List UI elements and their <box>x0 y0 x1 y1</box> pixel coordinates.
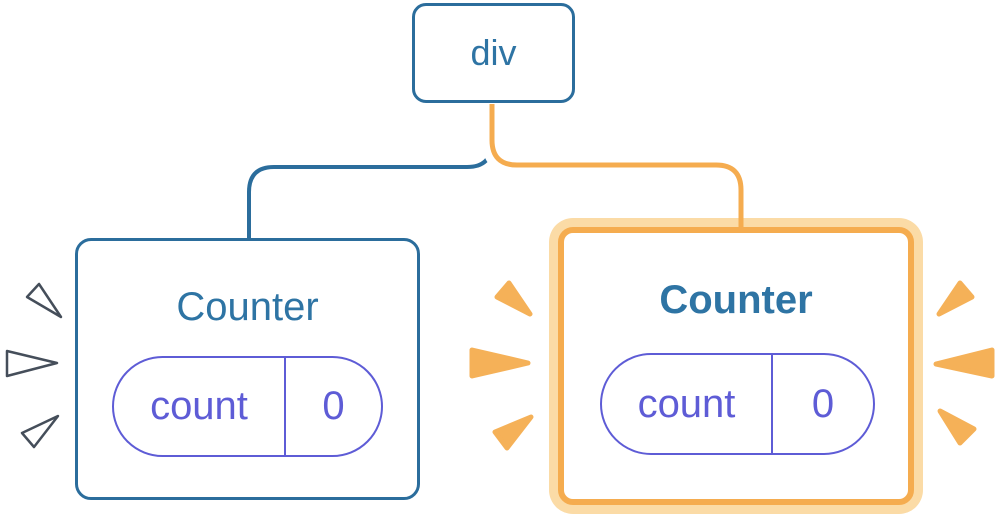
state-key: count <box>602 355 773 453</box>
state-pill: count 0 <box>112 356 383 457</box>
edge-div-to-right-counter <box>489 104 744 229</box>
burst-right-icon <box>933 280 995 446</box>
root-div-label: div <box>470 32 517 73</box>
counter-title: Counter <box>659 278 813 322</box>
counter-card-right: Counter count 0 <box>558 227 914 505</box>
counter-card-right-highlight: Counter count 0 <box>549 218 923 514</box>
burst-inner-icon <box>469 280 534 451</box>
counter-card-left: Counter count 0 <box>75 238 420 500</box>
edge-casing <box>481 104 752 217</box>
state-key: count <box>114 358 286 455</box>
root-div-node: div <box>412 3 575 103</box>
state-pill: count 0 <box>600 353 875 455</box>
burst-left-icon <box>5 282 63 449</box>
counter-title: Counter <box>176 285 319 329</box>
state-value: 0 <box>811 381 835 426</box>
edge-div-to-left-counter <box>247 104 494 239</box>
state-value: 0 <box>322 384 345 428</box>
